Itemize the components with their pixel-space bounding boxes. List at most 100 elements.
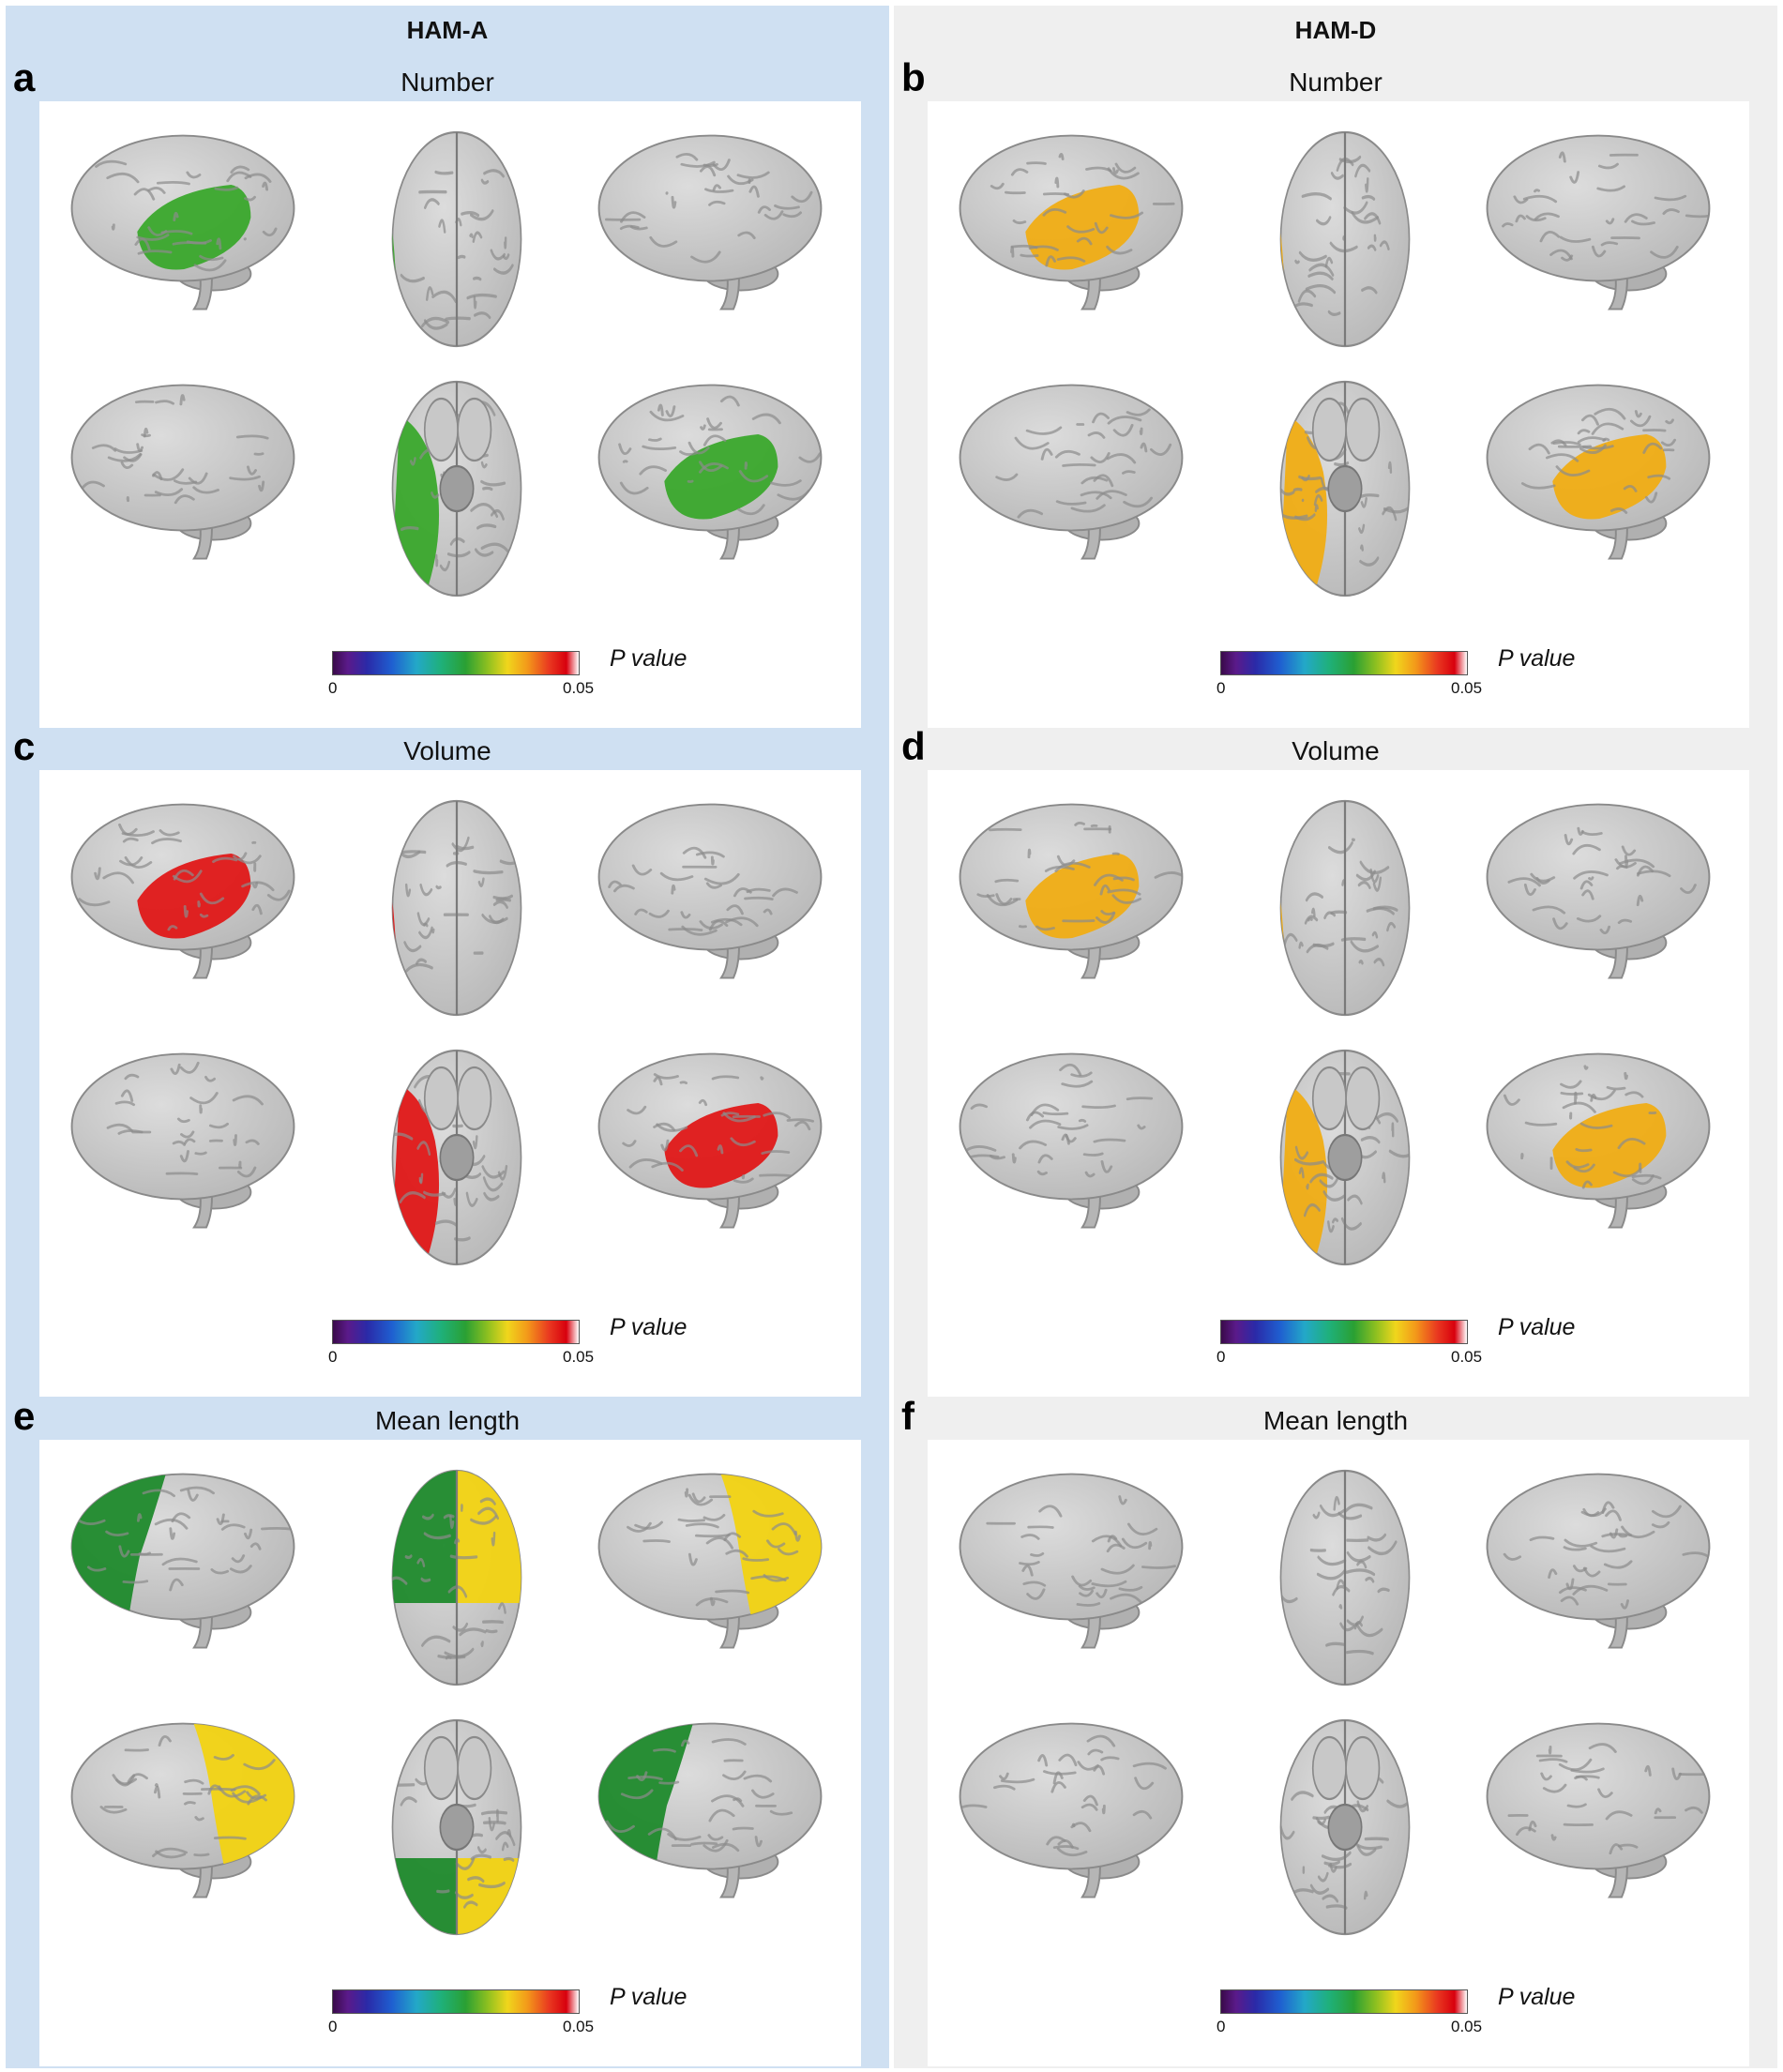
- brain-view: [593, 1042, 827, 1234]
- brain-view: [954, 793, 1188, 985]
- brain-view: [358, 1042, 555, 1272]
- colorbar-label: P value: [610, 1314, 688, 1340]
- brain-view: [1247, 1042, 1443, 1272]
- colorbar-max: 0.05: [563, 679, 595, 697]
- column-title: HAM-D: [1294, 16, 1377, 44]
- brain-view: [954, 1712, 1188, 1904]
- brain-view: [954, 373, 1188, 566]
- panel-title: Volume: [1292, 736, 1380, 765]
- brain-ham_d-f-1: [1279, 1469, 1411, 1686]
- brain-view: [1247, 1712, 1443, 1942]
- colorbar-gradient: [1220, 1320, 1468, 1344]
- brain-ham_a-a-4: [391, 380, 522, 597]
- panel-title: Number: [1289, 68, 1383, 97]
- brain-view: [1247, 793, 1443, 1022]
- brain-ham_a-c-0: [70, 803, 295, 979]
- brain-ham_d-b-5: [1486, 384, 1711, 560]
- colorbar-min: 0: [1216, 2018, 1226, 2035]
- brain-view: [593, 1462, 827, 1655]
- panel-letter: e: [13, 1394, 36, 1438]
- brain-ham_d-b-0: [959, 134, 1184, 310]
- brain-ham_a-c-4: [391, 1049, 522, 1266]
- panel-box: 0 0.05 P value: [39, 101, 861, 728]
- brain-view: [66, 1712, 300, 1904]
- brain-view: [358, 373, 555, 603]
- colorbar-min: 0: [1216, 679, 1226, 697]
- brain-ham_d-b-2: [1486, 134, 1711, 310]
- brain-ham_d-d-4: [1279, 1049, 1411, 1266]
- colorbar-max: 0.05: [1451, 1348, 1483, 1366]
- brain-view: [593, 1712, 827, 1904]
- colorbar-label: P value: [610, 1984, 688, 2010]
- brain-view: [66, 124, 300, 316]
- brain-view: [66, 373, 300, 566]
- colorbar-min: 0: [328, 2018, 338, 2035]
- brain-ham_d-d-5: [1486, 1052, 1711, 1229]
- brain-ham_a-a-3: [70, 384, 295, 560]
- panel-box: 0 0.05 P value: [39, 1440, 861, 2066]
- brain-view: [1481, 1042, 1715, 1234]
- brain-view: [1481, 124, 1715, 316]
- panel-letter: d: [901, 724, 926, 768]
- brain-view: [66, 1042, 300, 1234]
- brain-view: [593, 373, 827, 566]
- brain-view: [1481, 373, 1715, 566]
- panel-title: Number: [400, 68, 494, 97]
- brain-ham_a-e-1: [391, 1469, 522, 1686]
- panel-title: Volume: [403, 736, 491, 765]
- panel-letter: c: [13, 724, 36, 768]
- brain-ham_d-b-3: [959, 384, 1184, 560]
- brain-view: [358, 1462, 555, 1692]
- brain-view: [1481, 1712, 1715, 1904]
- brain-ham_a-e-5: [597, 1722, 823, 1898]
- brain-ham_a-e-2: [597, 1473, 823, 1649]
- brain-ham_d-d-3: [959, 1052, 1184, 1229]
- colorbar-gradient: [332, 651, 580, 675]
- panel-letter: b: [901, 55, 926, 99]
- colorbar-gradient: [1220, 1989, 1468, 2014]
- brain-view: [358, 124, 555, 354]
- colorbar-gradient: [1220, 651, 1468, 675]
- brain-ham_d-d-0: [959, 803, 1184, 979]
- brain-ham_d-f-5: [1486, 1722, 1711, 1898]
- brain-view: [593, 124, 827, 316]
- brain-ham_d-f-0: [959, 1473, 1184, 1649]
- brain-ham_a-c-5: [597, 1052, 823, 1229]
- brain-ham_a-c-1: [391, 799, 522, 1017]
- brain-view: [1247, 124, 1443, 354]
- panel-title: Mean length: [374, 1406, 521, 1435]
- brain-ham_d-f-3: [959, 1722, 1184, 1898]
- colorbar-label: P value: [610, 645, 688, 672]
- brain-view: [593, 793, 827, 985]
- colorbar-min: 0: [328, 679, 338, 697]
- brain-view: [358, 793, 555, 1022]
- panel-title: Mean length: [1262, 1406, 1409, 1435]
- brain-ham_d-d-2: [1486, 803, 1711, 979]
- brain-view: [358, 1712, 555, 1942]
- brain-view: [1481, 1462, 1715, 1655]
- brain-view: [954, 124, 1188, 316]
- colorbar-label: P value: [1498, 645, 1576, 672]
- colorbar-min: 0: [1216, 1348, 1226, 1366]
- brain-ham_a-a-2: [597, 134, 823, 310]
- brain-ham_d-f-2: [1486, 1473, 1711, 1649]
- panel-letter: a: [13, 55, 36, 99]
- colorbar-gradient: [332, 1989, 580, 2014]
- colorbar-max: 0.05: [1451, 2018, 1483, 2035]
- brain-ham_a-e-3: [70, 1722, 295, 1898]
- brain-ham_a-a-0: [70, 134, 295, 310]
- colorbar-label: P value: [1498, 1314, 1576, 1340]
- colorbar-min: 0: [328, 1348, 338, 1366]
- colorbar-gradient: [332, 1320, 580, 1344]
- brain-ham_d-b-4: [1279, 380, 1411, 597]
- brain-ham_a-c-2: [597, 803, 823, 979]
- panel-letter: f: [901, 1394, 914, 1438]
- brain-ham_a-a-5: [597, 384, 823, 560]
- brain-ham_a-a-1: [391, 130, 522, 348]
- colorbar-max: 0.05: [563, 2018, 595, 2035]
